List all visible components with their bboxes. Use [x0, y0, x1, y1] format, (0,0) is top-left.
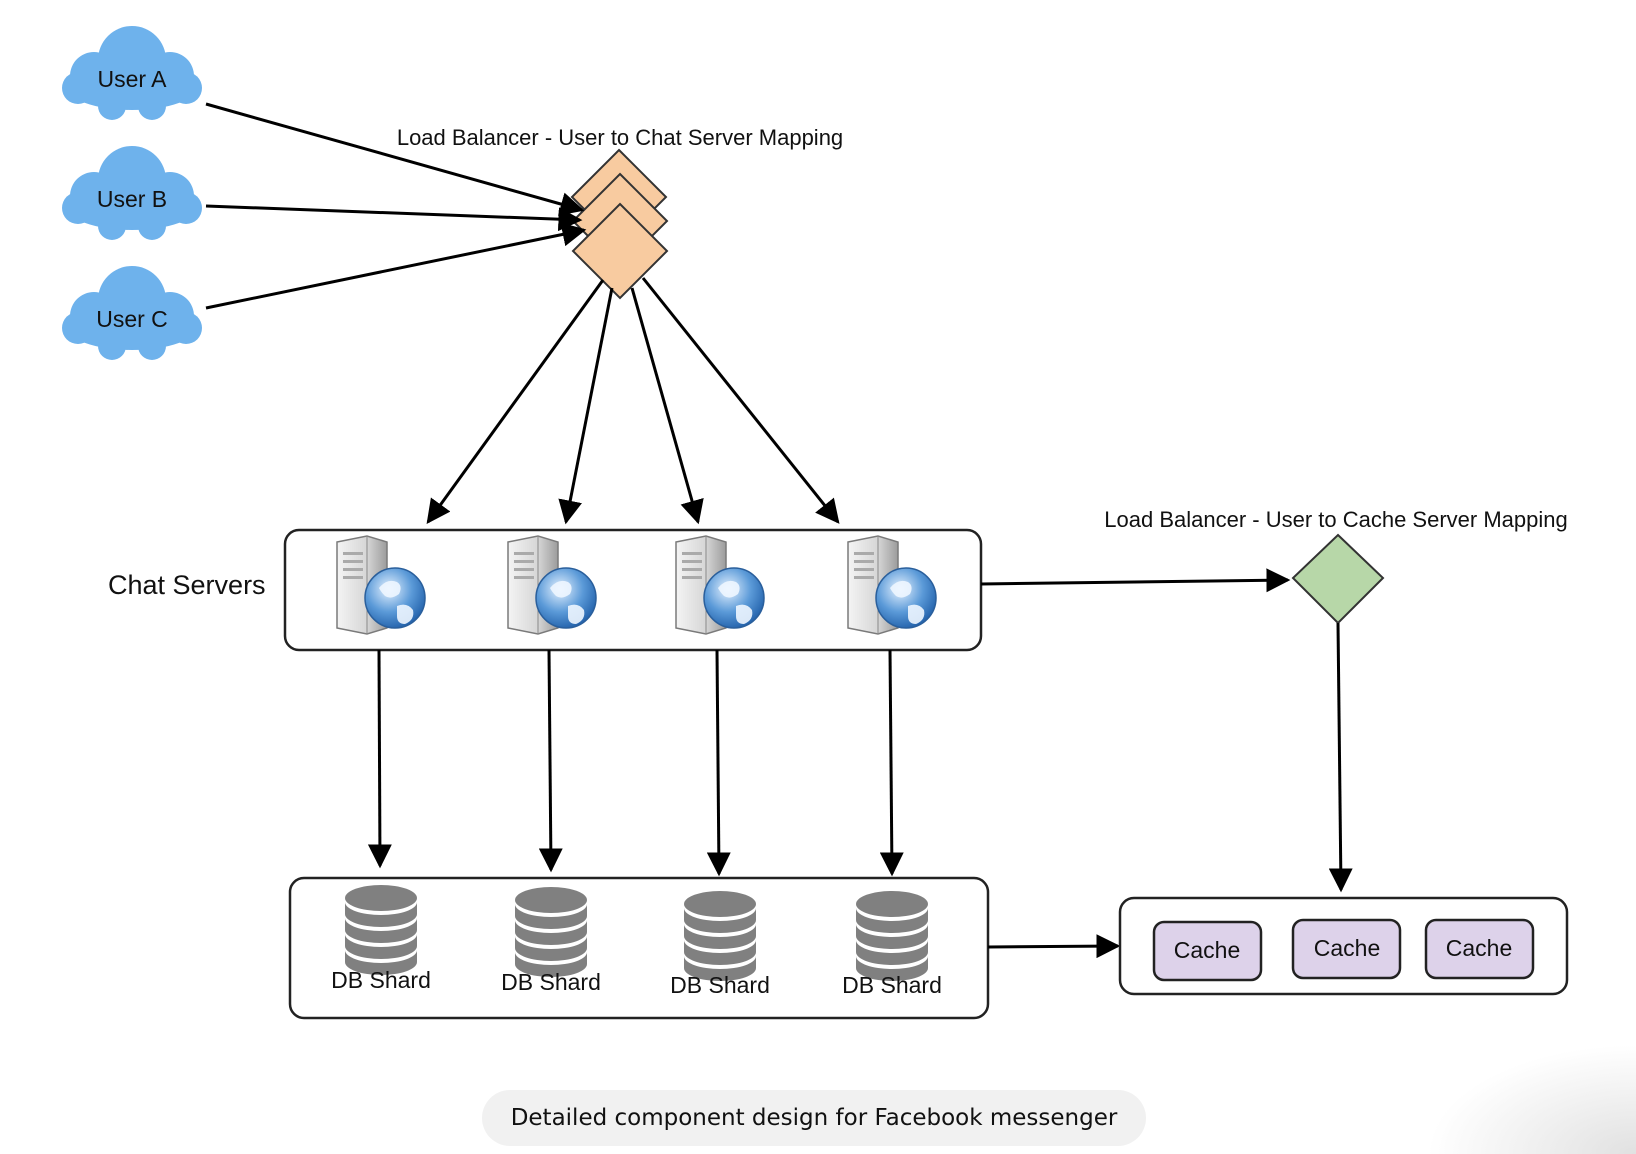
user-b-label: User B: [97, 186, 167, 212]
figure-caption: Detailed component design for Facebook m…: [482, 1090, 1146, 1146]
cache-label: Cache: [1446, 935, 1512, 961]
user-to-lb-arrows: [205, 102, 587, 310]
user-b-node: User B: [62, 146, 202, 240]
cache-box: [1152, 920, 1263, 982]
db-shard-4: DB Shard: [842, 891, 942, 998]
arrow-user-a-lb: [205, 102, 585, 216]
user-c-label: User C: [96, 306, 168, 332]
arrow-lb-server-2: [558, 287, 614, 525]
arrow-chat-cache-lb: [980, 568, 1291, 593]
arrow-lb-server-3: [630, 287, 704, 525]
cache-label: Cache: [1314, 935, 1380, 961]
db-shard-label: DB Shard: [842, 972, 942, 998]
db-shard-1: DB Shard: [331, 885, 431, 993]
cache-label: Cache: [1174, 937, 1240, 963]
db-shard-label: DB Shard: [501, 969, 601, 995]
lb-diamond-front: [571, 202, 669, 300]
chat-servers-label: Chat Servers: [108, 570, 266, 600]
arrow-server-db-4: [879, 649, 904, 877]
cache-box: [1424, 918, 1535, 980]
cache-2: Cache: [1291, 918, 1402, 980]
user-c-node: User C: [62, 266, 202, 360]
arrow-server-db-3: [706, 649, 731, 877]
arrow-user-b-lb: [205, 204, 583, 232]
arrow-server-db-2: [538, 649, 563, 873]
cache-box: [1291, 918, 1402, 980]
user-a-node: User A: [62, 26, 202, 120]
db-shard-label: DB Shard: [331, 967, 431, 993]
arrow-lb-server-1: [426, 279, 605, 524]
arrow-server-db-1: [367, 649, 392, 869]
lb-to-chat-arrows: [426, 277, 840, 525]
arrow-user-c-lb: [205, 222, 587, 310]
corner-shade: [1426, 1044, 1636, 1154]
arrow-db-cache: [987, 934, 1121, 959]
db-shards-container: [288, 876, 990, 1020]
arrow-cache-lb-cache: [1328, 622, 1353, 893]
cache-1: Cache: [1152, 920, 1263, 982]
load-balancer-cache-node: [1291, 533, 1385, 625]
user-a-label: User A: [97, 66, 167, 92]
cache-3: Cache: [1424, 918, 1535, 980]
load-balancer-cache-label: Load Balancer - User to Cache Server Map…: [1104, 507, 1567, 532]
chat-servers-container: [283, 528, 983, 652]
db-shard-label: DB Shard: [670, 972, 770, 998]
chat-to-db-arrows: [367, 649, 904, 877]
load-balancer-chat-node: [570, 148, 669, 300]
arrow-lb-server-4: [641, 277, 840, 524]
db-shard-3: DB Shard: [670, 891, 770, 998]
load-balancer-chat-label: Load Balancer - User to Chat Server Mapp…: [397, 125, 843, 150]
db-shard-2: DB Shard: [501, 887, 601, 995]
